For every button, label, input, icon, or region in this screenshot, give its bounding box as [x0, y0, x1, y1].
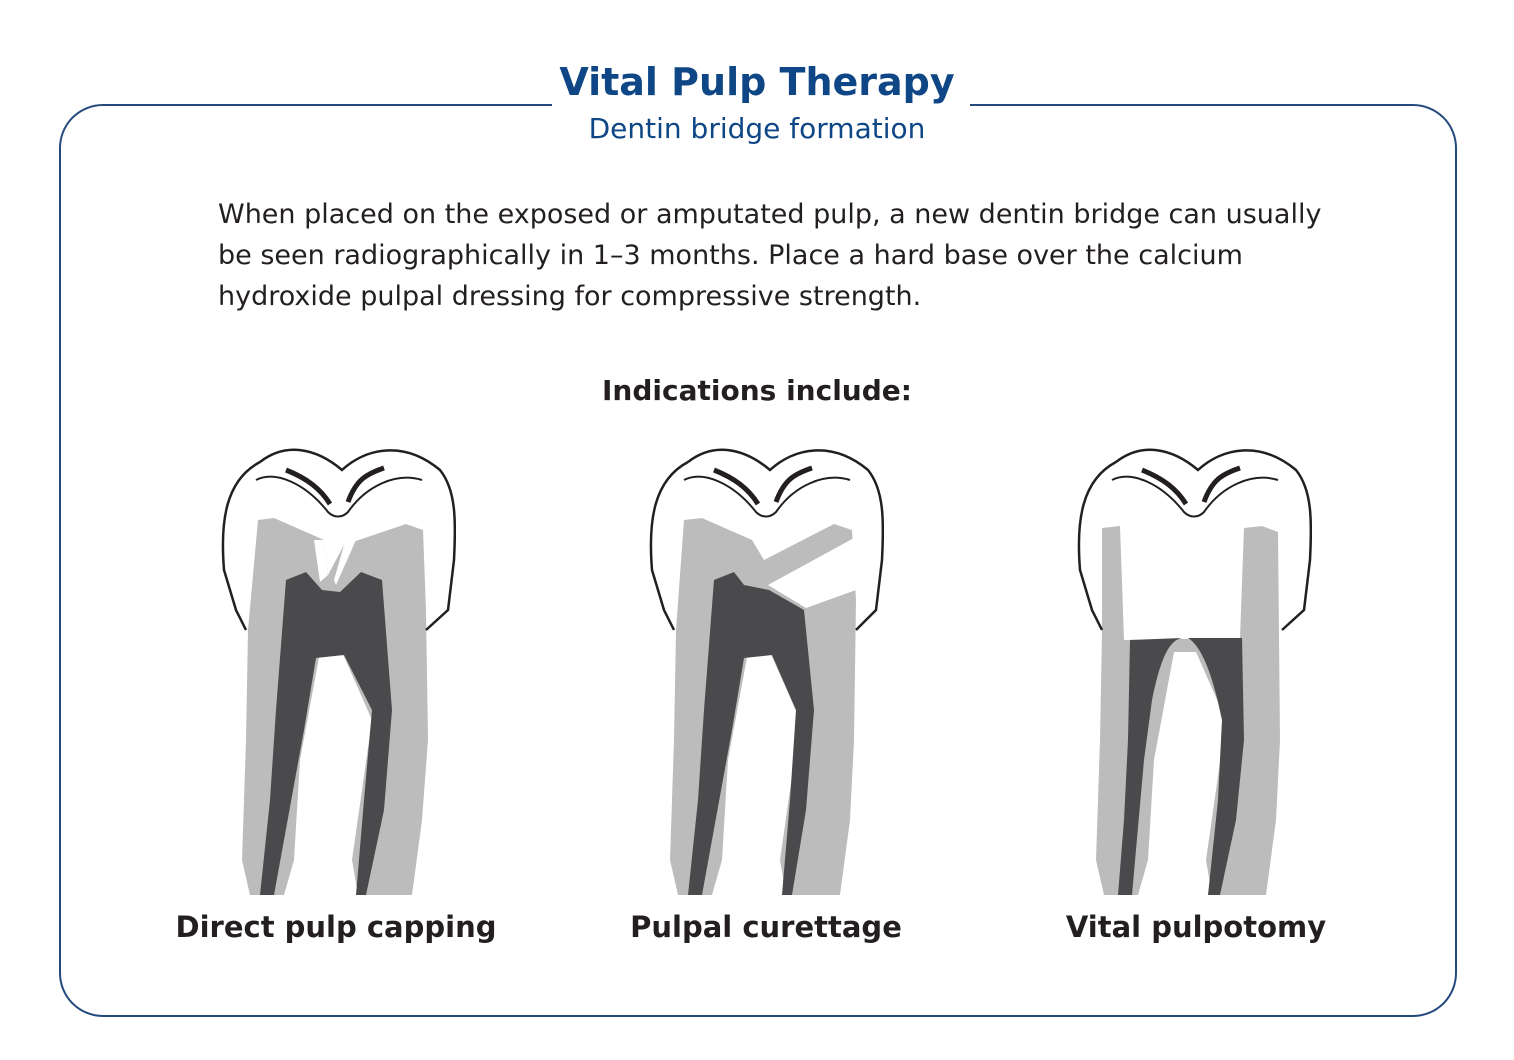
label-vital-pulpotomy: Vital pulpotomy — [1065, 910, 1327, 944]
crown-groove-left — [285, 467, 333, 506]
crown-groove-right — [1201, 465, 1241, 503]
crown-outline — [649, 448, 884, 631]
title-gap — [552, 90, 970, 120]
crown-groove-left — [1141, 467, 1189, 506]
crown-outline — [1077, 448, 1312, 631]
crown-outline — [221, 448, 456, 631]
crown-groove-right — [345, 465, 385, 503]
label-pulpal-curettage: Pulpal curettage — [630, 910, 902, 944]
pulp-remnant — [1118, 638, 1244, 895]
tooth-pulpal-curettage-illustration — [649, 448, 884, 895]
crown-groove-right — [773, 465, 813, 503]
crown-top-curve — [255, 475, 423, 518]
indications-heading: Indications include: — [602, 374, 912, 407]
page-title: Vital Pulp Therapy — [559, 60, 955, 104]
tooth-vital-pulpotomy-illustration — [1077, 448, 1312, 895]
crown-top-curve — [1111, 475, 1279, 518]
label-direct-pulp-capping: Direct pulp capping — [175, 910, 497, 944]
crown-top-curve — [683, 475, 851, 518]
pulp-chamber — [688, 572, 814, 895]
pulp-chamber — [260, 572, 392, 895]
crown-groove-left — [713, 467, 761, 506]
intro-paragraph: When placed on the exposed or amputated … — [218, 199, 1322, 312]
capping-gap — [314, 540, 356, 585]
page-subtitle: Dentin bridge formation — [588, 112, 926, 145]
tooth-direct-pulp-capping-illustration — [221, 448, 456, 895]
curettage-gap — [768, 538, 856, 608]
